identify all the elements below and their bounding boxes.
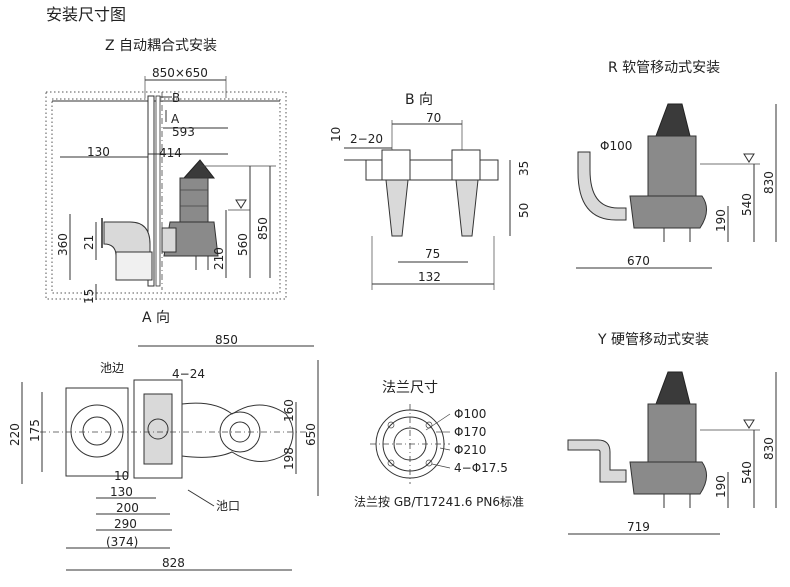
b-dim-70: 70 (426, 111, 441, 125)
flange-dim-100: Φ100 (454, 407, 486, 421)
z-guide-rail (147, 95, 155, 287)
z-pit-outer (45, 91, 287, 300)
a-pump-outline (181, 402, 294, 462)
z-dim-560: 560 (236, 233, 250, 256)
r-pump-volute (629, 195, 707, 229)
b-dim-2-20: 2−20 (350, 132, 383, 146)
z-coupling-base (115, 251, 153, 281)
y-install-view: Y 硬管移动式安装 540 830 190 719 (567, 332, 777, 535)
flange-standard: 法兰按 GB/T17241.6 PN6标准 (354, 495, 524, 509)
r-pump-handle (655, 103, 691, 137)
y-pump-motor (647, 403, 697, 463)
b-right-guide (455, 179, 479, 237)
y-pump-volute (629, 461, 707, 495)
a-dim-828: 828 (162, 556, 185, 570)
flange-view: 法兰尺寸 Φ100 Φ170 Φ210 4−Φ17.5 法兰按 GB/T1724… (354, 380, 524, 509)
b-dim-10: 10 (329, 127, 343, 142)
b-dim-132: 132 (418, 270, 441, 284)
a-view: A 向 850 池边 4−24 220 175 160 198 650 10 (8, 310, 319, 571)
r-dim-540: 540 (740, 193, 754, 216)
z-dim-360: 360 (56, 233, 70, 256)
r-install-view: R 软管移动式安装 Φ100 540 830 190 670 (576, 60, 777, 269)
b-view-title: B 向 (405, 92, 433, 108)
a-dim-850: 850 (215, 333, 238, 347)
a-dim-10: 10 (114, 469, 129, 483)
a-dim-220: 220 (8, 423, 22, 446)
z-dim-130: 130 (87, 145, 110, 159)
flange-dim-bolts: 4−Φ17.5 (454, 461, 508, 475)
b-view: B 向 70 2−20 10 35 50 75 132 (329, 92, 531, 290)
z-label-b: B (172, 91, 180, 105)
z-dim-210: 210 (212, 247, 226, 270)
z-install-view: Z 自动耦合式安装 850×650 B A 593 414 130 (45, 38, 287, 304)
a-dim-374: (374) (106, 535, 138, 549)
z-dim-850: 850 (256, 217, 270, 240)
b-dim-35: 35 (517, 161, 531, 176)
b-dim-75: 75 (425, 247, 440, 261)
y-rigid-pipe (567, 439, 627, 483)
z-dim-593: 593 (172, 125, 195, 139)
a-label-pit-mouth: 池口 (216, 499, 240, 513)
r-dim-190: 190 (714, 209, 728, 232)
flange-dim-170: Φ170 (454, 425, 486, 439)
r-hose (577, 151, 627, 221)
z-dim-15: 15 (82, 289, 96, 304)
flange-title: 法兰尺寸 (382, 380, 438, 396)
z-dim-pit: 850×650 (152, 66, 208, 80)
drawing-title: 安装尺寸图 (46, 5, 126, 24)
a-dim-175: 175 (28, 419, 42, 442)
z-pump-motor (179, 177, 209, 223)
z-dim-21: 21 (82, 235, 96, 250)
a-label-pit-edge: 池边 (100, 361, 124, 375)
b-bracket-plate (365, 159, 499, 181)
a-dim-130: 130 (110, 485, 133, 499)
r-dim-670: 670 (627, 254, 650, 268)
r-install-title: R 软管移动式安装 (608, 60, 720, 76)
z-dim-414: 414 (159, 146, 182, 160)
y-pump-handle (655, 371, 691, 405)
b-left-guide (385, 179, 409, 237)
y-dim-719: 719 (627, 520, 650, 534)
z-label-a: A (171, 112, 180, 126)
r-pump-motor (647, 135, 697, 197)
a-dim-198: 198 (282, 447, 296, 470)
r-water-level (743, 153, 755, 163)
b-dim-50: 50 (517, 203, 531, 218)
z-water-level (235, 199, 247, 209)
a-dim-160: 160 (282, 399, 296, 422)
a-dim-200: 200 (116, 501, 139, 515)
z-pump-handle (182, 159, 216, 179)
y-dim-830: 830 (762, 437, 776, 460)
y-dim-540: 540 (740, 461, 754, 484)
r-dim-phi100: Φ100 (600, 139, 632, 153)
y-dim-190: 190 (714, 475, 728, 498)
r-dim-830: 830 (762, 171, 776, 194)
z-pit-inner (51, 98, 281, 294)
flange-dim-210: Φ210 (454, 443, 486, 457)
y-water-level (743, 419, 755, 429)
a-dim-290: 290 (114, 517, 137, 531)
a-dim-650: 650 (304, 423, 318, 446)
a-view-title: A 向 (142, 310, 170, 326)
z-install-title: Z 自动耦合式安装 (105, 38, 217, 54)
y-install-title: Y 硬管移动式安装 (597, 332, 709, 348)
a-dim-4-24: 4−24 (172, 367, 205, 381)
